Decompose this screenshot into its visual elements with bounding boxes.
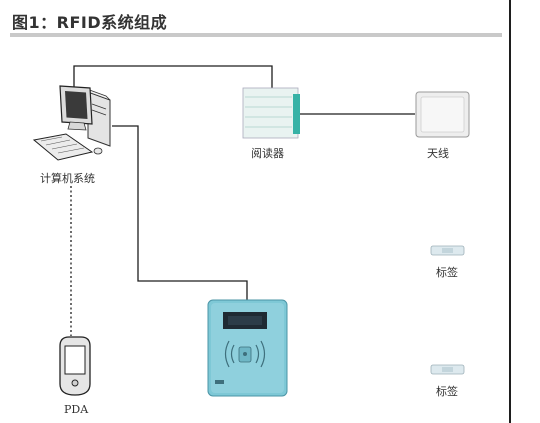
pda-icon bbox=[59, 336, 91, 396]
handheld-reader-icon bbox=[207, 299, 288, 397]
reader-icon bbox=[242, 87, 300, 139]
connector-computer-reader bbox=[73, 65, 273, 90]
tag-label-2: 标签 bbox=[436, 385, 458, 398]
computer-label: 计算机系统 bbox=[40, 172, 95, 185]
tag-label-1: 标签 bbox=[436, 266, 458, 279]
pda-label: PDA bbox=[64, 403, 89, 416]
tag-icon-1 bbox=[430, 245, 465, 256]
reader-label: 阅读器 bbox=[251, 147, 284, 160]
antenna-icon bbox=[415, 91, 470, 138]
tag-icon-2 bbox=[430, 364, 465, 375]
connector-computer-handheld-reader bbox=[112, 125, 248, 300]
page-edge-divider bbox=[509, 0, 511, 423]
title-divider bbox=[10, 33, 502, 37]
figure-title: 图1：RFID系统组成 bbox=[12, 13, 168, 32]
connections bbox=[70, 65, 415, 336]
computer-icon bbox=[32, 85, 111, 161]
antenna-label: 天线 bbox=[427, 147, 449, 160]
